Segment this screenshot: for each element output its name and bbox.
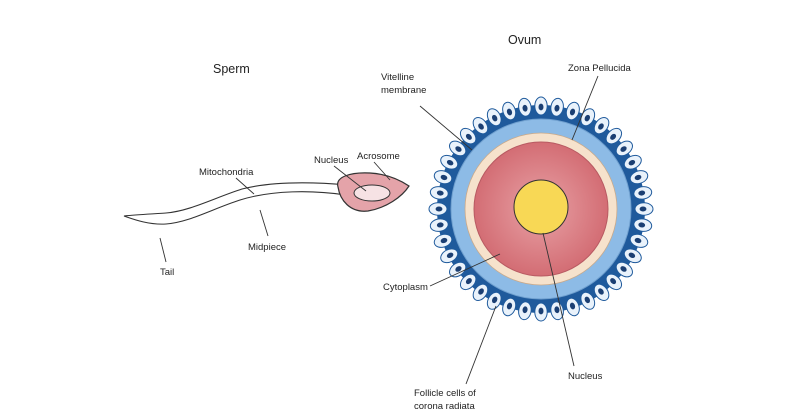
follicle-cell: [593, 117, 610, 135]
ovum-title: Ovum: [508, 33, 541, 47]
leader-follicle: [465, 305, 497, 385]
follicle-cell: [623, 248, 642, 264]
leader-cytoplasm: [429, 253, 501, 287]
leader-mitochondria: [235, 177, 255, 195]
follicle-cell: [459, 273, 477, 291]
label-acrosome: Acrosome: [357, 151, 400, 162]
follicle-cell: [449, 261, 467, 278]
follicle-cell: [629, 170, 649, 185]
follicle-cell: [633, 186, 653, 200]
label-vitelline-line1: Vitelline: [381, 72, 414, 83]
sperm-title: Sperm: [213, 62, 250, 76]
leader-zona: [571, 75, 599, 141]
follicle-cell: [580, 108, 596, 127]
follicle-cell: [518, 301, 532, 321]
follicle-cell: [615, 140, 633, 157]
label-follicle-line2: corona radiata: [414, 401, 475, 412]
follicle-cell: [593, 283, 610, 301]
follicle-cell: [502, 297, 517, 317]
label-sperm-nucleus: Nucleus: [314, 155, 349, 166]
follicle-cell: [565, 297, 580, 317]
follicle-cell: [486, 291, 502, 310]
follicle-cell: [565, 101, 580, 121]
label-follicle-line1: Follicle cells of: [414, 388, 476, 399]
follicle-cell: [502, 101, 517, 121]
leader-midpiece: [259, 209, 269, 237]
label-midpiece: Midpiece: [248, 242, 286, 253]
ovum-leader-lines: [419, 75, 599, 385]
follicle-cell: [429, 186, 449, 200]
follicle-cell: [634, 202, 654, 216]
follicle-cell: [605, 127, 623, 145]
leader-ovum-nucleus: [542, 232, 575, 367]
follicle-cell: [472, 117, 489, 135]
sperm-nucleus: [353, 184, 391, 202]
label-zona-pellucida: Zona Pellucida: [568, 63, 632, 74]
leader-tail: [159, 237, 167, 263]
follicle-cell: [605, 273, 623, 291]
sperm-leader-lines: [159, 161, 391, 263]
leader-vitelline: [419, 105, 473, 151]
follicle-cell: [449, 140, 467, 157]
label-ovum-nucleus: Nucleus: [568, 371, 603, 382]
follicle-cell: [472, 283, 489, 301]
leader-acrosome: [373, 161, 391, 181]
follicle-cell: [580, 291, 596, 310]
leader-nucleus-sperm: [333, 165, 367, 192]
follicle-cell: [429, 218, 449, 232]
follicle-cell: [550, 97, 564, 117]
follicle-cell: [433, 170, 453, 185]
follicle-cell: [623, 154, 642, 170]
follicle-cell: [615, 261, 633, 278]
follicle-cell: [428, 202, 448, 216]
follicle-cells: [428, 96, 654, 322]
follicle-cell: [534, 302, 548, 322]
ovum-nucleus: [513, 179, 569, 235]
follicle-cell: [433, 233, 453, 248]
label-mitochondria: Mitochondria: [199, 167, 254, 178]
follicle-cell: [633, 218, 653, 232]
follicle-cell: [534, 96, 548, 116]
follicle-cell: [440, 154, 459, 170]
sperm-tail-body: [123, 182, 349, 225]
follicle-cell: [459, 127, 477, 145]
label-vitelline-line2: membrane: [381, 85, 426, 96]
follicle-cell: [629, 233, 649, 248]
follicle-cell: [486, 108, 502, 127]
sperm-drawing: [123, 172, 410, 225]
ovum-drawing: [428, 96, 654, 322]
follicle-cell: [518, 97, 532, 117]
label-cytoplasm: Cytoplasm: [383, 282, 428, 293]
label-tail: Tail: [160, 267, 174, 278]
